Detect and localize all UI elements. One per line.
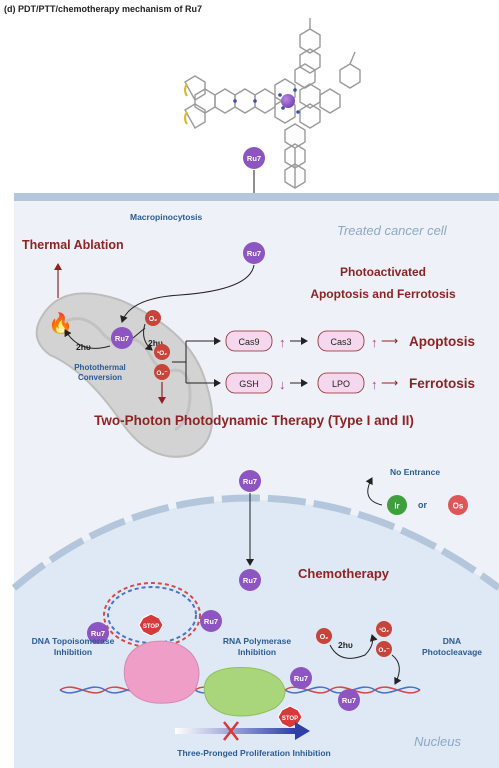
cleavage-arrow [391,654,402,685]
ru7-molecule-structure [184,18,361,189]
ru7-photocleavage: Ru7 [338,689,360,711]
svg-text:Ru7: Ru7 [294,674,308,683]
svg-text:O₂⁻: O₂⁻ [378,647,390,654]
stop-sign-topo: STOP [138,613,164,637]
no-entrance-label: No Entrance [390,467,440,477]
ruthenium-center [281,94,295,108]
inhibition-cross-icon [223,721,239,741]
svg-text:Ir: Ir [394,502,399,511]
ru7-topo: Ru7 [87,622,109,644]
ru7-to-mito-arrow [120,264,255,323]
svg-text:Ru7: Ru7 [91,629,105,638]
photoactivated-line-2: Apoptosis and Ferrotosis [310,287,456,301]
rna-pol-label-1: RNA Polymerase [223,636,291,646]
gsh-down-arrow: ↓ [279,377,286,392]
rna-pol-label-2: Inhibition [238,647,276,657]
o2-nucleus: O₂ [316,628,332,644]
dna-photo-label-2: Photocleavage [422,647,482,657]
singlet-oxygen: ¹O₂ [154,344,170,360]
svg-text:STOP: STOP [143,624,159,630]
dna-topo-label-1: DNA Topoisomerase [32,636,115,646]
three-pronged-label: Three-Pronged Proliferation Inhibition [177,748,330,758]
svg-text:STOP: STOP [282,716,298,722]
superoxide-nucleus: O₂⁻ [376,641,392,657]
cas9-box: Cas9 [225,330,273,352]
two-hv-right: 2hυ [148,338,163,348]
svg-text:Ru7: Ru7 [247,249,261,258]
two-hv-nucleus: 2hυ [338,640,353,650]
lpo-up-arrow: ↑ [371,377,378,392]
svg-text:Cas3: Cas3 [330,337,351,347]
proliferation-arrow-head [295,722,310,740]
ir-complex: Ir [387,495,407,515]
o2-molecule: O₂ [145,310,161,326]
cas3-up-arrow: ↑ [371,335,378,350]
mitochondrion [35,292,214,458]
ferrotosis-label: Ferrotosis [409,376,475,391]
ru7-loop: Ru7 [200,610,222,632]
photothermal-arrow [64,329,111,349]
photocleavage-arrow [329,634,378,659]
nitrogen-atoms [233,88,300,114]
photothermal-label-1: Photothermal [74,363,126,372]
svg-text:Ru7: Ru7 [247,154,261,163]
macropinocytosis-label: Macropinocytosis [130,212,203,222]
rna-polymerase-enzyme [203,667,286,717]
svg-text:GSH: GSH [239,379,259,389]
svg-text:O₂⁻: O₂⁻ [156,370,168,377]
cas3-to-apoptosis-arrow: ⟶ [381,334,398,348]
svg-text:O₂: O₂ [320,634,329,641]
superoxide: O₂⁻ [154,364,170,380]
svg-text:Ru7: Ru7 [243,477,257,486]
svg-text:Ru7: Ru7 [342,696,356,705]
cell-membrane [14,193,499,201]
ru7-rna: Ru7 [290,667,312,689]
dna-topo-label-2: Inhibition [54,647,92,657]
photoactivated-line-1: Photoactivated [340,265,426,279]
or-label: or [418,500,427,510]
svg-text:Os: Os [453,502,464,511]
ru7-mitochondria: Ru7 [111,327,133,349]
nucleus-label: Nucleus [414,734,461,749]
svg-text:¹O₂: ¹O₂ [379,627,389,634]
os-complex: Os [448,495,468,515]
cas9-up-arrow: ↑ [279,335,286,350]
thermal-ablation-label: Thermal Ablation [22,238,124,252]
sulfur-atoms [184,83,188,125]
branch-bracket [172,341,187,383]
ru7-nucleus: Ru7 [239,569,261,591]
no-entrance-arrow [365,477,383,506]
singlet-oxygen-nucleus: ¹O₂ [376,621,392,637]
ru-o2-link [132,327,146,339]
ru7-outside: Ru7 [243,147,265,169]
two-photon-pdt-label: Two-Photon Photodynamic Therapy (Type I … [94,413,414,428]
ru7-perinuclear: Ru7 [239,470,261,492]
svg-text:Ru7: Ru7 [204,617,218,626]
figure-title: (d) PDT/PTT/chemotherapy mechanism of Ru… [4,4,202,14]
svg-text:O₂: O₂ [149,316,158,323]
dna-photo-label-1: DNA [443,636,461,646]
svg-text:LPO: LPO [332,379,350,389]
treated-cell-label: Treated cancer cell [337,223,448,238]
lpo-to-ferrotosis-arrow: ⟶ [381,376,398,390]
ru7-cytoplasm: Ru7 [243,242,265,264]
lpo-box: LPO [317,372,365,394]
flame-icon: 🔥 [48,311,73,335]
svg-text:Ru7: Ru7 [243,576,257,585]
svg-text:Ru7: Ru7 [115,334,129,343]
nucleus-interior [14,500,499,768]
cas3-box: Cas3 [317,330,365,352]
gsh-box: GSH [225,372,273,394]
chemotherapy-label: Chemotherapy [298,566,390,581]
proliferation-arrow-shaft [175,728,295,734]
apoptosis-label: Apoptosis [409,334,475,349]
photothermal-label-2: Conversion [78,373,122,382]
topoisomerase-enzyme [123,640,200,704]
svg-text:¹O₂: ¹O₂ [157,350,167,357]
ros-arrow [143,323,153,351]
svg-text:Cas9: Cas9 [238,337,259,347]
two-hv-left: 2hυ [76,342,91,352]
